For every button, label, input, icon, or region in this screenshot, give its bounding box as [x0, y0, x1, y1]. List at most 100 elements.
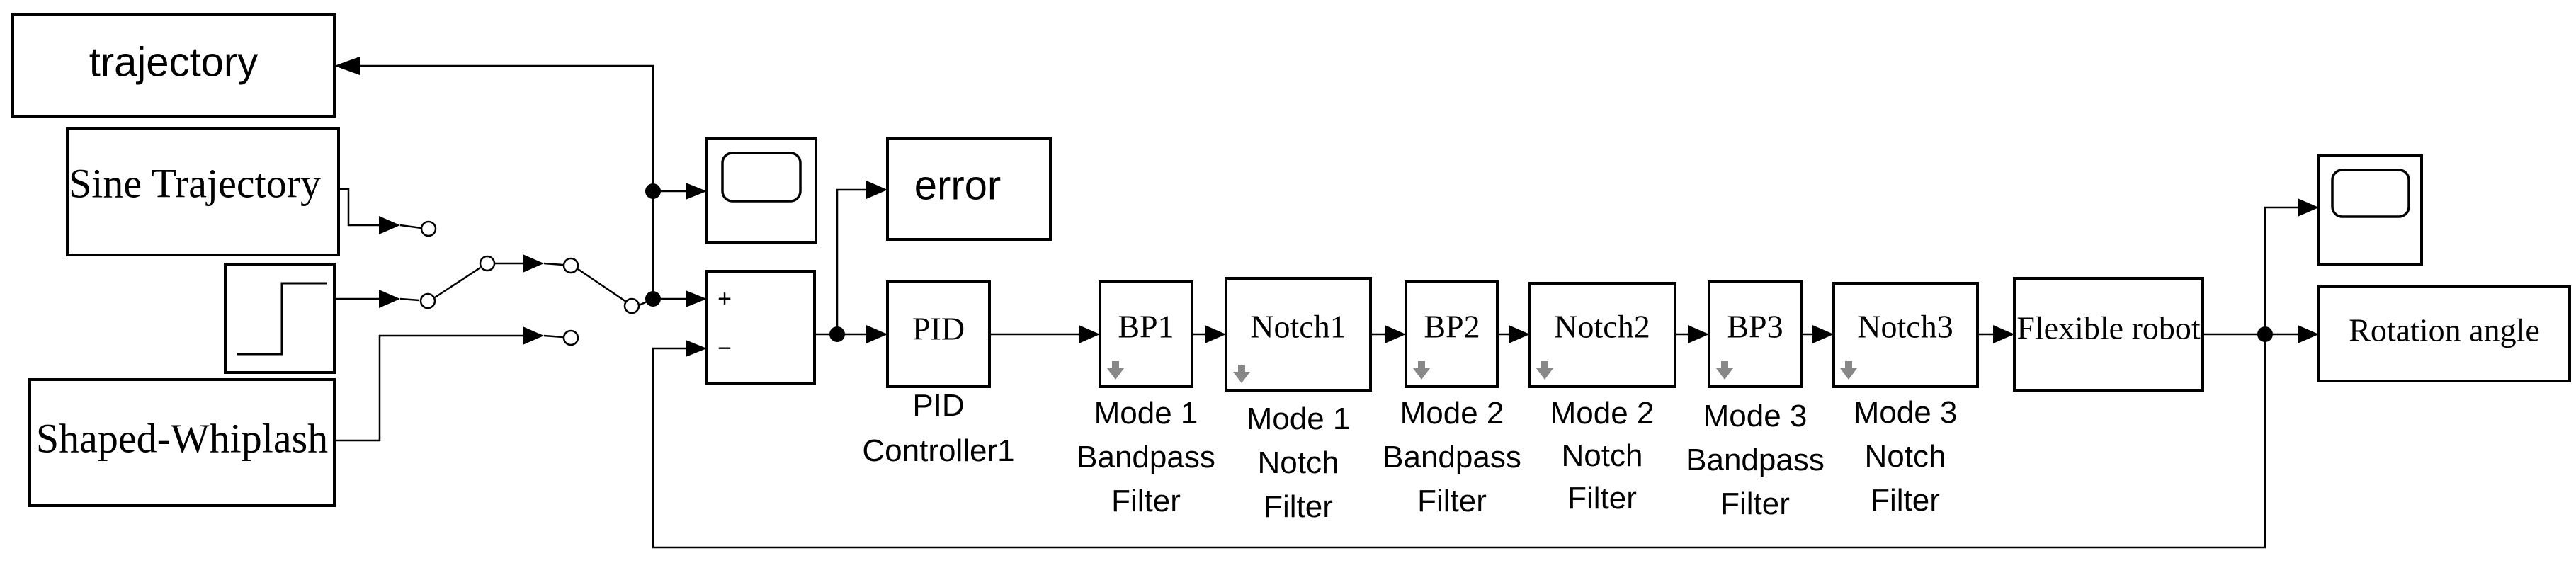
mask-arrow-icon	[1107, 361, 1124, 380]
caption-notch3-line1: Mode 3	[1854, 395, 1958, 430]
switch-arm-1	[434, 266, 481, 299]
caption-bp3: Mode 3 Bandpass Filter	[1686, 399, 1825, 521]
block-notch3[interactable]: Notch3	[1832, 282, 1979, 388]
label-rotation-angle: Rotation angle	[2349, 312, 2540, 348]
step-icon	[237, 282, 327, 356]
block-notch1[interactable]: Notch1	[1225, 277, 1372, 392]
arrow-notch2	[1509, 325, 1530, 343]
arrow-robot	[1993, 325, 2014, 343]
scope-icon	[721, 152, 802, 203]
wire-to-error	[836, 188, 868, 334]
arrow-step	[379, 290, 400, 308]
arrow-bp3	[1688, 325, 1709, 343]
arrow-sine	[379, 216, 400, 234]
label-error: error	[914, 162, 1001, 208]
block-step[interactable]	[224, 263, 336, 374]
scope-icon	[2331, 169, 2410, 218]
block-scope2[interactable]	[2317, 154, 2423, 266]
arrow-sw1	[523, 254, 544, 273]
caption-notch1-line3: Filter	[1264, 489, 1333, 524]
block-bp2[interactable]: BP2	[1405, 280, 1499, 388]
caption-bp1-line3: Filter	[1111, 484, 1181, 518]
caption-notch1: Mode 1 Notch Filter	[1247, 402, 1351, 524]
switch-contact-shaped	[562, 329, 579, 346]
arrow-scope2	[2298, 198, 2319, 217]
mask-arrow-icon	[1840, 361, 1857, 380]
switch-contact-1	[479, 255, 496, 272]
caption-bp2-line2: Bandpass	[1383, 440, 1521, 474]
wire-shaped-term	[543, 334, 564, 339]
wire-trajectory-feedback	[354, 64, 654, 299]
caption-notch3: Mode 3 Notch Filter	[1854, 395, 1958, 518]
caption-notch1-line1: Mode 1	[1247, 402, 1351, 436]
mask-arrow-icon	[1413, 361, 1430, 380]
label-notch1: Notch1	[1250, 309, 1346, 345]
arrow-error	[866, 181, 887, 199]
signal-lines	[334, 57, 2319, 549]
arrow-rotation	[2298, 325, 2319, 343]
caption-bp1-line2: Bandpass	[1077, 440, 1215, 474]
label-flexible-robot: Flexible robot	[2016, 310, 2201, 346]
arrow-trajectory	[334, 57, 360, 75]
caption-notch2-line1: Mode 2	[1550, 396, 1655, 431]
label-trajectory: trajectory	[89, 39, 259, 85]
wire-sine	[339, 188, 379, 227]
block-flexible-robot[interactable]: Flexible robot	[2013, 277, 2204, 392]
caption-bp3-line1: Mode 3	[1703, 399, 1808, 433]
junction-scope1	[645, 183, 661, 199]
label-bp2: BP2	[1424, 309, 1480, 345]
arrow-bp1	[1079, 325, 1100, 343]
switch-contact-sine	[420, 220, 437, 237]
caption-bp2-line3: Filter	[1417, 484, 1487, 518]
wire-feedback	[652, 334, 2266, 549]
wire-shaped	[334, 334, 523, 442]
switch-arm-2	[577, 268, 627, 303]
arrow-notch1	[1205, 325, 1226, 343]
caption-pid-line1: PID	[912, 388, 964, 423]
mask-arrow-icon	[1233, 365, 1250, 383]
arrow-bp2	[1385, 325, 1406, 343]
mask-arrow-icon	[1716, 361, 1733, 380]
block-trajectory[interactable]: trajectory	[11, 13, 336, 118]
caption-notch2-line2: Notch	[1562, 438, 1643, 473]
block-sine-trajectory[interactable]: Sine Trajectory	[66, 127, 340, 256]
label-shaped-whiplash: Shaped-Whiplash	[36, 415, 328, 461]
caption-notch1-line2: Notch	[1258, 445, 1339, 480]
wire-to-scope2	[2264, 206, 2302, 334]
block-notch2[interactable]: Notch2	[1528, 282, 1676, 388]
caption-bp2-line1: Mode 2	[1400, 396, 1504, 431]
wire-sw1-term	[543, 262, 564, 266]
switch-contact-3	[623, 297, 640, 314]
caption-notch3-line3: Filter	[1871, 483, 1940, 518]
arrow-sum-plus	[686, 290, 707, 307]
sum-plus-sign: +	[717, 285, 732, 312]
arrow-shaped	[523, 326, 544, 345]
block-pid[interactable]: PID	[886, 280, 991, 388]
block-error[interactable]: error	[886, 137, 1052, 241]
block-sum[interactable]: + −	[705, 270, 816, 385]
arrow-sum-minus	[686, 340, 707, 357]
block-bp1[interactable]: BP1	[1099, 280, 1193, 388]
switch-contact-step	[419, 292, 436, 309]
block-scope1[interactable]	[705, 137, 817, 244]
caption-bp2: Mode 2 Bandpass Filter	[1383, 396, 1521, 518]
caption-bp1-line1: Mode 1	[1094, 396, 1198, 431]
caption-notch2: Mode 2 Notch Filter	[1550, 396, 1655, 516]
caption-notch2-line3: Filter	[1567, 481, 1637, 516]
caption-notch3-line2: Notch	[1865, 439, 1946, 474]
label-notch3: Notch3	[1857, 309, 1953, 345]
block-rotation-angle[interactable]: Rotation angle	[2317, 285, 2571, 382]
switch-contact-2	[562, 257, 579, 274]
block-shaped-whiplash[interactable]: Shaped-Whiplash	[28, 378, 336, 507]
sum-minus-sign: −	[717, 335, 732, 362]
label-bp3: BP3	[1727, 309, 1783, 345]
arrow-pid	[866, 325, 887, 343]
label-pid: PID	[912, 311, 965, 347]
label-bp1: BP1	[1118, 309, 1174, 345]
caption-pid-line2: Controller1	[862, 433, 1014, 468]
wire-step-term	[399, 297, 420, 302]
caption-bp3-line3: Filter	[1720, 487, 1790, 521]
mask-arrow-icon	[1536, 361, 1553, 380]
block-bp3[interactable]: BP3	[1708, 280, 1803, 388]
label-sine-trajectory: Sine Trajectory	[69, 160, 321, 206]
